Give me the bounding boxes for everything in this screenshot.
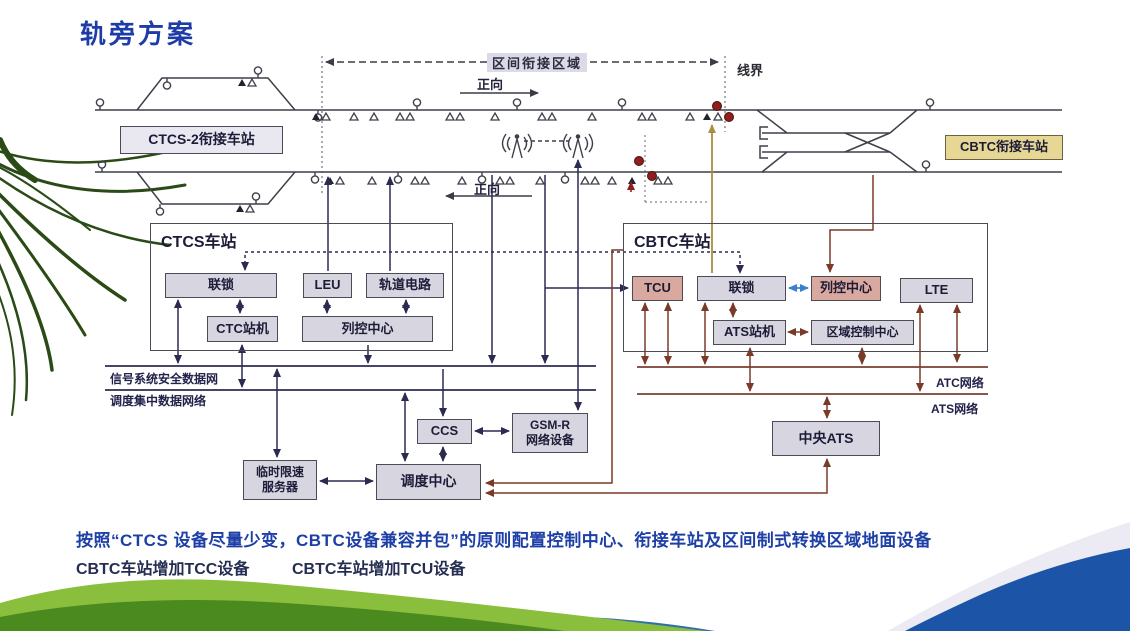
signal-safety-network-label: 信号系统安全数据网 [110,372,219,386]
note-line2a: CBTC车站增加TCC设备 [76,561,250,578]
ctcs-station-outline: CTCS车站 [150,223,453,351]
page-title: 轨旁方案 [80,19,197,49]
dispatch-center-box: 调度中心 [376,464,481,500]
dispatch-data-network-label: 调度集中数据网络 [110,394,207,408]
ctcs-track-circuit-box: 轨道电路 [366,273,444,298]
cbtc-tcc-box: 列控中心 [811,276,881,301]
tsr-line1: 临时限速 [255,465,304,479]
transition-signal-icons [634,101,734,181]
track-schematic [95,77,1062,205]
gsmr-network-box: GSM-R 网络设备 [512,413,588,453]
cbtc-transition-station-box: CBTC衔接车站 [945,135,1063,160]
forward-direction-up-label: 正向 [477,77,504,92]
cbtc-station-title: CBTC车站 [634,234,711,251]
ctcs-leu-box: LEU [303,273,352,298]
gsmr-line1: GSM-R [530,418,570,432]
cbtc-interlocking-box: 联锁 [697,276,786,301]
cbtc-lte-box: LTE [900,278,973,303]
temporary-speed-restriction-server-box: 临时限速 服务器 [243,460,317,500]
ats-network-label: ATS网络 [931,402,979,416]
tsr-line2: 服务器 [261,480,298,494]
note-line1: 按照“CTCS 设备尽量少变，CBTC设备兼容并包”的原则配置控制中心、衔接车站… [76,531,932,550]
ctcs-ctc-station-box: CTC站机 [207,316,278,342]
note-line2b: CBTC车站增加TCU设备 [292,561,466,578]
line-boundary-label: 线界 [737,63,764,78]
network-lines [105,365,988,395]
cbtc-ats-station-box: ATS站机 [713,320,786,345]
ctcs-connections [174,159,744,485]
gsmr-line2: 网络设备 [525,433,574,447]
central-ats-box: 中央ATS [772,421,880,456]
ccs-box: CCS [417,419,472,444]
ctcs2-transition-station-box: CTCS-2衔接车站 [120,126,283,154]
ctcs-station-title: CTCS车站 [161,234,237,251]
cbtc-tcu-box: TCU [632,276,683,301]
transition-zone-label: 区间衔接区域 [487,53,588,72]
zone-markers [321,56,726,203]
cbtc-zone-controller-box: 区域控制中心 [811,320,914,345]
plant-decoration [0,137,187,416]
ctcs-interlocking-box: 联锁 [165,273,277,298]
gsm-antenna-icons [501,133,594,159]
atc-network-label: ATC网络 [936,376,984,390]
slide-footer-decoration [0,522,1130,631]
cbtc-connections [485,175,961,497]
forward-direction-down-label: 正向 [474,182,501,197]
cbtc-station-outline: CBTC车站 [623,223,988,352]
ctcs-tcc-box: 列控中心 [302,316,433,342]
